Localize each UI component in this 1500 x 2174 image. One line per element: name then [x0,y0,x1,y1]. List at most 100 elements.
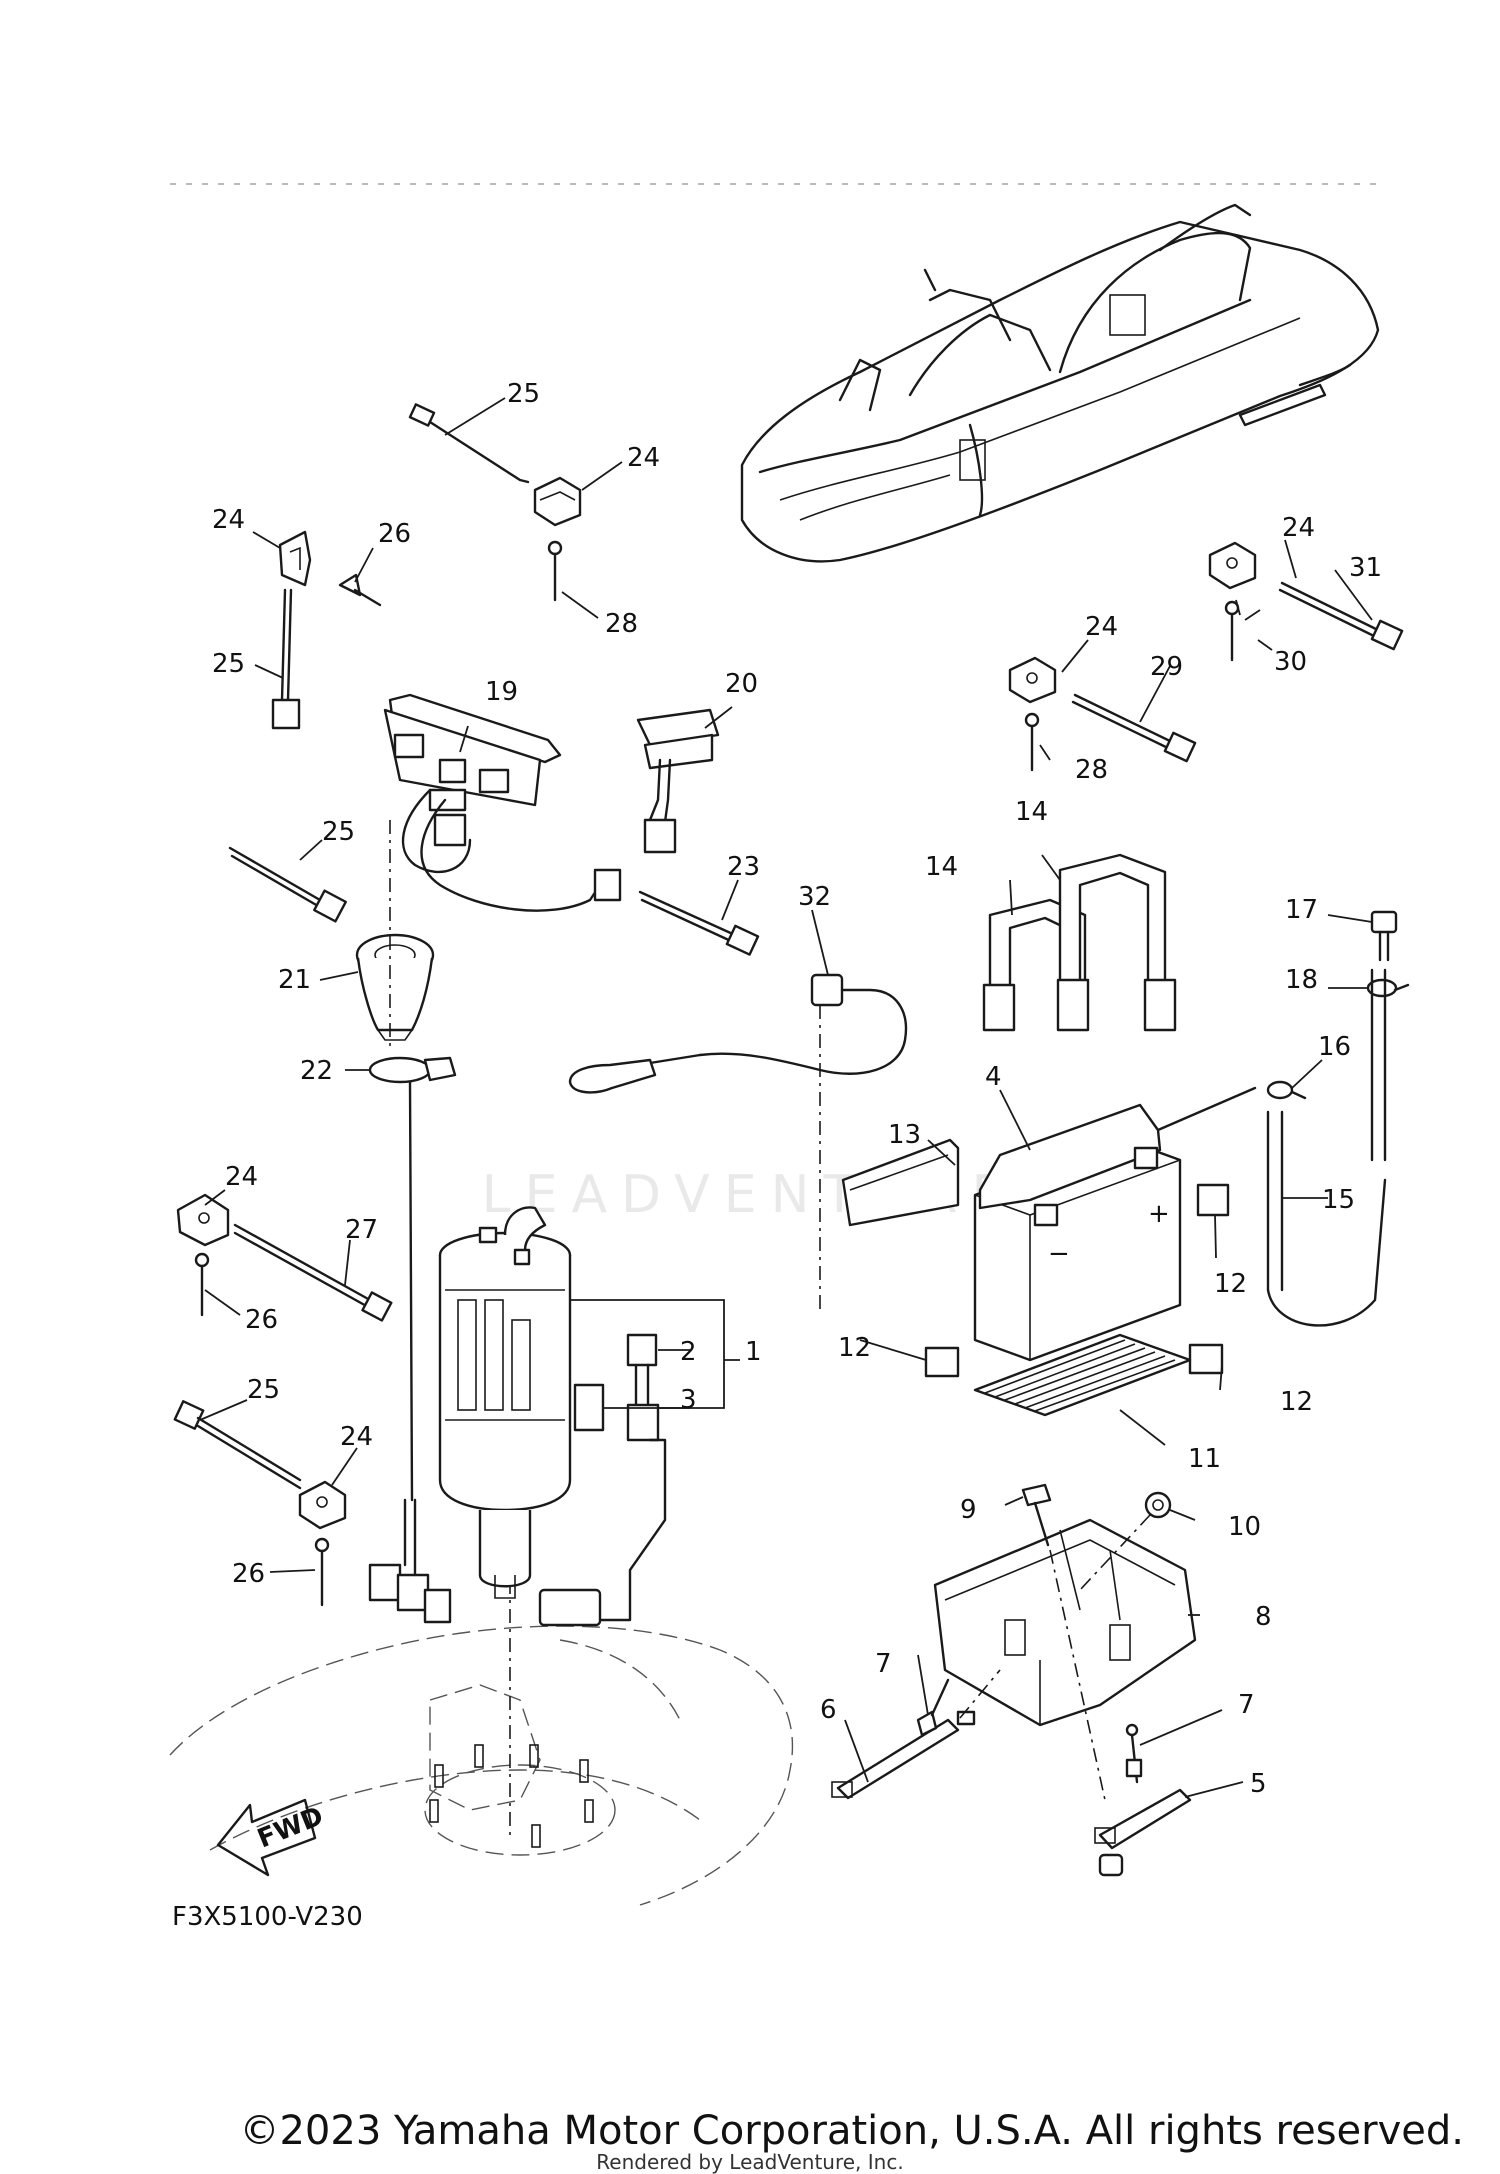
copyright-notice: ©2023 Yamaha Motor Corporation, U.S.A. A… [239,2108,1464,2154]
callout-24: 24 [1085,612,1118,642]
clip-18 [1366,978,1410,998]
screw-7b [1125,1723,1143,1784]
battery-box-8 [933,1518,1197,1727]
callout-18: 18 [1285,965,1318,995]
callout-3: 3 [680,1385,697,1415]
callout-25: 25 [247,1375,280,1405]
callout-26: 26 [378,519,411,549]
clamp-24f [1008,656,1057,704]
callout-24: 24 [1282,513,1315,543]
battery-mat-11 [973,1333,1192,1417]
connector-cluster [368,1498,452,1624]
callout-17: 17 [1285,895,1318,925]
callout-12: 12 [1214,1269,1247,1299]
callout-12: 12 [838,1333,871,1363]
callout-31: 31 [1349,553,1382,583]
callout-10: 10 [1228,1512,1261,1542]
battery-cable [1156,1086,1257,1132]
wire-harness-19 [383,693,622,912]
callout-7: 7 [875,1649,892,1679]
cable-tie-23 [638,890,760,956]
callout-11: 11 [1188,1444,1221,1474]
callout-29: 29 [1150,652,1183,682]
callout-26: 26 [232,1559,265,1589]
rendered-by-note: Rendered by LeadVenture, Inc. [596,2150,904,2174]
cable-tie-31 [1278,581,1404,651]
callout-30: 30 [1274,647,1307,677]
battery-minus-icon: − [1048,1239,1070,1269]
nut-10 [1079,1491,1172,1591]
callout-24: 24 [225,1162,258,1192]
clamp-24a [533,476,582,527]
sensor-3 [538,1383,667,1627]
rivet-26c [314,1537,330,1607]
rivet-26a [338,573,382,607]
fuel-pump-assembly [438,1206,572,1599]
callout-7: 7 [1238,1690,1255,1720]
clip-22 [368,1056,457,1084]
clamp-24b [278,530,312,587]
callout-1: 1 [745,1337,762,1367]
callout-labels: 25 24 28 24 26 25 19 20 25 23 32 21 22 2… [212,379,1382,1799]
wire-harness-20 [636,708,720,854]
callout-28: 28 [605,609,638,639]
callout-16: 16 [1318,1032,1351,1062]
hose-line [408,1080,414,1502]
bracket-5 [1094,1788,1192,1850]
callout-21: 21 [278,965,311,995]
callout-5: 5 [1250,1769,1267,1799]
callout-25: 25 [507,379,540,409]
callout-9: 9 [960,1495,977,1525]
callout-24: 24 [340,1422,373,1452]
rivet-28b [1024,712,1040,772]
bolt-9 [1021,1483,1106,1801]
callout-2: 2 [680,1337,697,1367]
pad-12b [924,1346,960,1378]
callout-26: 26 [245,1305,278,1335]
callout-19: 19 [485,677,518,707]
callout-20: 20 [725,669,758,699]
rivet-28a [547,540,563,602]
battery-strap-14b [1056,853,1177,1032]
clip-16 [1266,1080,1307,1100]
callout-23: 23 [727,852,760,882]
callout-13: 13 [888,1120,921,1150]
breather-hose-15 [1266,968,1387,1327]
callout-14: 14 [1015,797,1048,827]
callout-24: 24 [627,443,660,473]
battery-bracket-13 [841,1138,960,1227]
callout-32: 32 [798,882,831,912]
callout-25: 25 [322,817,355,847]
callout-22: 22 [300,1056,333,1086]
pad-12a [1196,1183,1230,1217]
watercraft-illustration [740,203,1380,563]
diagram-code: F3X5100-V230 [172,1902,363,1932]
callout-28: 28 [1075,755,1108,785]
callout-25: 25 [212,649,245,679]
callout-6: 6 [820,1695,837,1725]
cable-tie-29 [1071,693,1197,763]
callout-4: 4 [985,1062,1002,1092]
clamp-24c [176,1193,230,1247]
callout-24: 24 [212,505,245,535]
cable-tie-25c [228,846,347,923]
cable-tie-25a [408,403,530,484]
grommet-21 [355,933,435,1041]
clamp-24e [1208,541,1257,590]
bracket-6 [831,1718,960,1800]
cable-tie-27 [233,1223,393,1322]
nut-bottom [1098,1853,1124,1877]
callout-15: 15 [1322,1185,1355,1215]
callout-27: 27 [345,1215,378,1245]
callout-8: 8 [1255,1602,1272,1632]
rivet-30 [1224,600,1240,662]
callout-14: 14 [925,852,958,882]
battery-plus-icon: + [1148,1199,1170,1229]
breather-fitting-17 [1370,910,1398,962]
rivet-26b [194,1252,210,1317]
callout-12: 12 [1280,1387,1313,1417]
pad-12c [1188,1343,1224,1375]
connector-2 [626,1333,658,1407]
cable-tie-25d [173,1400,302,1490]
